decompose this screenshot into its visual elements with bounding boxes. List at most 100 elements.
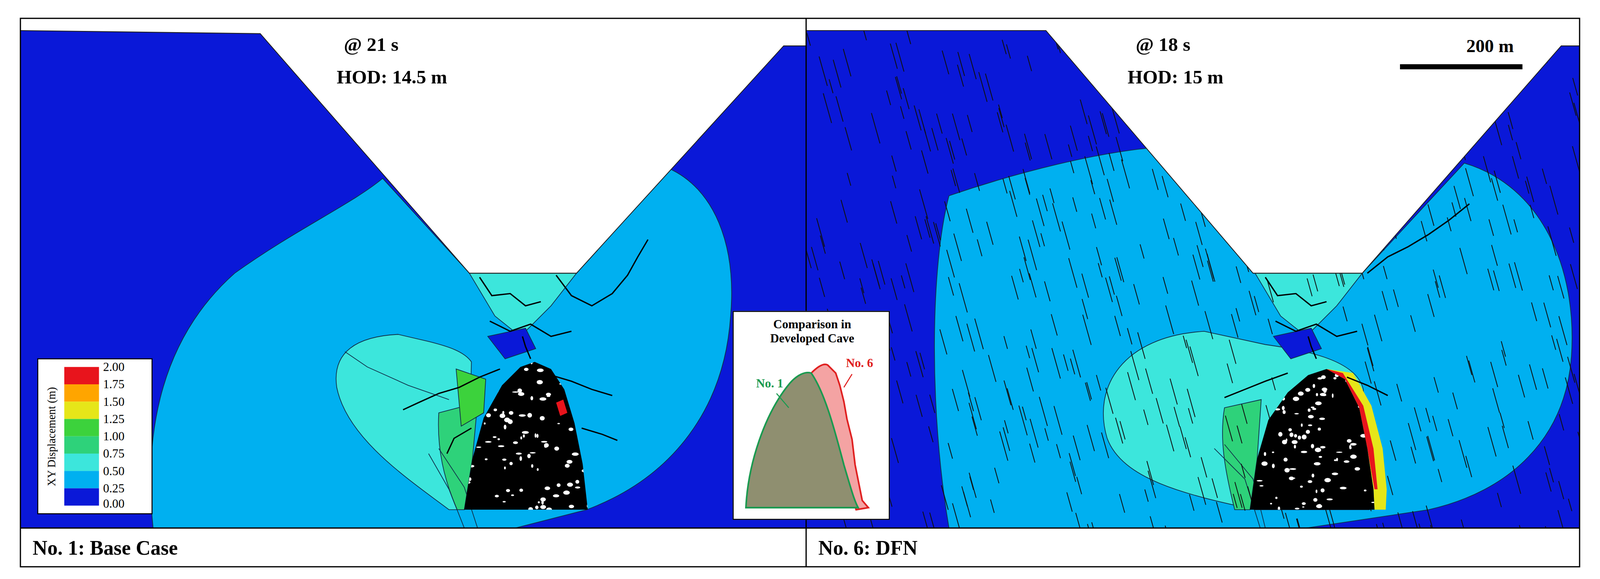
dfn-fracture [1453, 186, 1461, 210]
dfn-fracture [1458, 71, 1463, 86]
dfn-fracture [1026, 368, 1034, 392]
dfn-fracture [862, 26, 867, 41]
rubble-fragment [504, 466, 507, 470]
dfn-fracture [1070, 358, 1075, 375]
dfn-fracture [1491, 244, 1498, 266]
rubble-fragment [509, 462, 513, 466]
rubble-fragment [477, 383, 481, 389]
dfn-fracture [1091, 522, 1098, 545]
leader-line [776, 393, 789, 408]
dfn-fracture [1461, 519, 1470, 549]
dfn-fracture [1173, 238, 1179, 256]
dfn-fracture [820, 235, 826, 254]
rubble-fragment [483, 422, 486, 425]
dfn-fracture [1389, 212, 1397, 240]
rubble-fragment [1354, 467, 1361, 471]
rubble-fragment [1310, 444, 1314, 449]
dfn-fracture [1249, 291, 1256, 316]
dfn-fracture [1558, 510, 1564, 528]
rubble-fragment [1293, 434, 1298, 438]
rubble-fragment [1281, 406, 1285, 411]
dfn-fracture [999, 431, 1008, 461]
dfn-fracture [1382, 109, 1388, 125]
inset-box: Comparison in Developed CaveNo. 1No. 6 [732, 311, 890, 521]
time-label: @ 21 s [343, 33, 399, 57]
dfn-fracture [1247, 486, 1252, 502]
dfn-fracture [904, 304, 913, 332]
dfn-fracture [1148, 471, 1156, 499]
legend-swatch [64, 419, 100, 437]
inset-title: Comparison in Developed Cave [756, 318, 869, 347]
rubble-fragment [1307, 415, 1314, 419]
dfn-fracture [1230, 232, 1235, 247]
rubble-fragment [498, 445, 505, 448]
dfn-fracture [985, 73, 993, 101]
rubble-fragment [493, 408, 498, 412]
legend-swatch [64, 367, 100, 385]
dfn-fracture [1318, 63, 1326, 90]
dfn-fracture [891, 438, 899, 463]
dfn-fracture [1116, 257, 1124, 283]
dfn-fracture [1031, 348, 1039, 373]
rubble-fragment [580, 366, 586, 371]
rubble-fragment [522, 434, 525, 438]
dfn-fracture [1100, 111, 1107, 135]
dfn-fracture [1050, 22, 1058, 50]
rubble-fragment [556, 483, 561, 488]
dfn-fracture [1476, 120, 1481, 135]
dfn-fracture [1222, 55, 1230, 81]
dfn-fracture [1127, 372, 1136, 401]
dfn-fracture [1251, 202, 1259, 225]
rubble-fragment [481, 378, 485, 381]
dfn-fracture [1029, 444, 1036, 463]
rubble-fragment [581, 432, 588, 437]
dfn-fracture [1216, 502, 1223, 523]
dfn-fracture [811, 246, 819, 271]
dfn-fracture [1300, 238, 1305, 254]
dfn-fracture [1367, 348, 1374, 372]
rubble-fragment [1312, 408, 1317, 410]
rubble-fragment [486, 413, 491, 418]
legend-item: 1.25 [64, 419, 100, 437]
dfn-fracture [1137, 332, 1146, 360]
dfn-fracture [1229, 339, 1236, 365]
fracture-group [1224, 203, 1470, 398]
dfn-fracture [1439, 275, 1446, 298]
legend-tick: 2.00 [103, 359, 125, 376]
rubble-fragment [504, 417, 510, 423]
rubble-fragment [463, 388, 469, 391]
dfn-fracture [906, 362, 911, 377]
figure-frame [20, 18, 1580, 568]
legend-frame [37, 359, 153, 515]
dfn-fracture [966, 208, 973, 233]
dfn-fracture [1412, 32, 1420, 59]
dfn-fracture [1259, 53, 1266, 74]
rubble-fragment [1300, 451, 1308, 454]
rubble-fragment [1294, 413, 1299, 415]
rubble-fragment [581, 469, 588, 473]
dfn-fracture [1003, 178, 1008, 194]
dfn-fracture [1199, 44, 1206, 68]
dfn-fracture [1006, 44, 1011, 59]
legend-tick: 0.00 [103, 497, 125, 512]
legend-tick: 0.75 [103, 445, 125, 463]
rubble-fragment [1319, 417, 1326, 421]
rubble-fragment [573, 366, 576, 371]
rubble-fragment [506, 489, 510, 493]
dfn-fracture [1195, 221, 1203, 245]
dfn-fracture [886, 90, 891, 106]
dfn-fracture [1189, 494, 1195, 511]
dfn-fracture [952, 503, 960, 528]
dfn-fracture [860, 243, 868, 269]
rubble-fragment [527, 413, 532, 418]
dfn-fracture [1489, 219, 1494, 236]
rubble-fragment [476, 446, 482, 449]
legend-tick: 1.25 [103, 411, 125, 428]
dfn-fracture [1569, 92, 1577, 116]
dfn-fracture [1362, 324, 1368, 346]
rubble-fragment [1334, 373, 1339, 378]
dfn-fracture [1573, 103, 1582, 131]
dfn-fracture [1344, 102, 1350, 120]
dfn-fracture [1090, 180, 1095, 195]
